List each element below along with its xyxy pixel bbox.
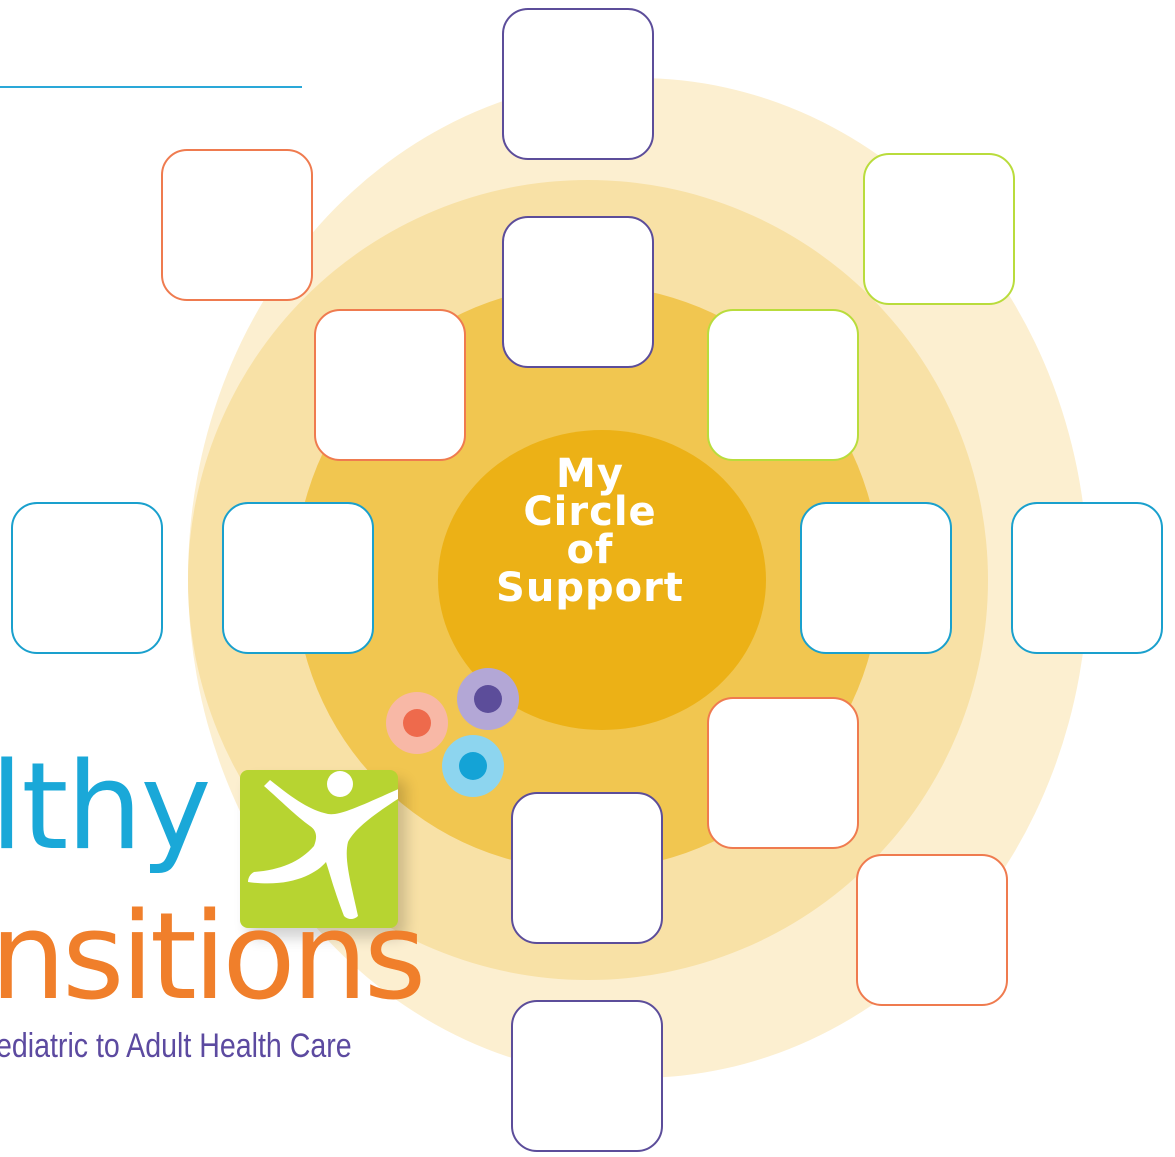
support-box-bottom-inner[interactable]: [511, 792, 663, 944]
person-figure-icon: [248, 771, 412, 919]
support-box-lower-right-outer[interactable]: [856, 854, 1008, 1006]
support-box-top-outer[interactable]: [502, 8, 654, 160]
support-box-upper-left-inner[interactable]: [314, 309, 466, 461]
orange-dot-core: [403, 709, 431, 737]
support-box-upper-right-outer[interactable]: [863, 153, 1015, 305]
support-box-left-outer[interactable]: [11, 502, 163, 654]
logo-figure-icon: [240, 770, 412, 928]
support-box-lower-right-inner[interactable]: [707, 697, 859, 849]
support-box-upper-right-inner[interactable]: [707, 309, 859, 461]
blue-dot-core: [459, 752, 487, 780]
purple-dot-core: [474, 685, 502, 713]
logo-tagline: ediatric to Adult Health Care: [0, 1027, 352, 1065]
logo-word-healthy: lthy: [0, 738, 211, 877]
support-box-top-inner[interactable]: [502, 216, 654, 368]
support-box-right-inner[interactable]: [800, 502, 952, 654]
support-box-right-outer[interactable]: [1011, 502, 1163, 654]
support-box-bottom-outer[interactable]: [511, 1000, 663, 1152]
support-box-left-inner[interactable]: [222, 502, 374, 654]
top-rule: [0, 86, 302, 88]
center-title: My Circle of Support: [496, 451, 684, 611]
support-box-upper-left-outer[interactable]: [161, 149, 313, 301]
logo-word-transitions: nsitions: [0, 888, 426, 1027]
